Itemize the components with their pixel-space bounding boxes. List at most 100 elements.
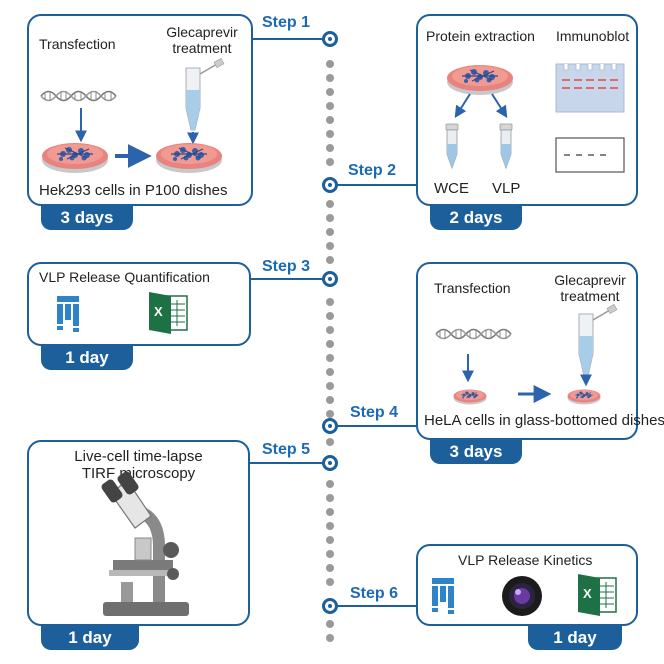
step-4-illustration [435, 303, 618, 405]
step-3-node [322, 271, 338, 287]
immunoblot-gel-icon [555, 63, 625, 113]
spine-dot [326, 620, 334, 628]
step-3-excel-letter: X [154, 304, 163, 319]
spine-dot [326, 522, 334, 530]
step-5-title-line-1: Live-cell time-lapse [74, 448, 203, 465]
camera-lens-icon [502, 576, 542, 616]
step-5-title-line-2: TIRF microscopy [81, 465, 196, 482]
spine-dot [326, 298, 334, 306]
step-5-label: Step 5 [262, 441, 311, 458]
spine-dot [326, 396, 334, 404]
spine-dot [326, 326, 334, 334]
step-2-protein-extraction-label: Protein extraction [426, 28, 535, 44]
pipette-icon [185, 57, 225, 131]
step-5-title: Live-cell time-lapse TIRF microscopy [29, 448, 248, 482]
dna-icon [435, 328, 512, 340]
petri-dish-icon [155, 142, 223, 174]
spine-dot [326, 116, 334, 124]
excel-icon [149, 292, 188, 334]
step-4-cells-label: HeLA cells in glass-bottomed dishes [424, 412, 664, 429]
spine-dot [326, 228, 334, 236]
step-1-duration-badge: 3 days [41, 206, 133, 230]
step-4-transfection-label: Transfection [434, 280, 511, 296]
spine-dot [326, 634, 334, 642]
glass-dish-icon [453, 389, 487, 405]
step-1-illustration [40, 57, 225, 174]
spine-dot [326, 74, 334, 82]
spine-dot [326, 158, 334, 166]
spine-dot [326, 382, 334, 390]
spine-dot [326, 242, 334, 250]
step-3-label: Step 3 [262, 258, 311, 275]
spine-dot [326, 578, 334, 586]
tube-icon [445, 123, 459, 169]
excel-icon [578, 574, 617, 616]
spine-dot [326, 312, 334, 320]
step-4-duration-badge: 3 days [430, 440, 522, 464]
step-6-box: VLP Release Kinetics X [416, 544, 638, 626]
step-4-box: Transfection Glecaprevir treatment HeLA … [416, 262, 664, 440]
petri-dish-icon [446, 64, 514, 96]
step-1-connector [252, 38, 324, 40]
spine-dot [326, 214, 334, 222]
step-5-connector [250, 462, 324, 464]
step-6-duration-badge: 1 day [528, 626, 622, 650]
step-2-duration-badge: 2 days [430, 206, 522, 230]
step-3-box: VLP Release Quantification X [27, 262, 251, 346]
step-1-box: Transfection Glecaprevir treatment Hek29… [27, 14, 253, 206]
spine-dot [326, 494, 334, 502]
step-6-icons [432, 574, 617, 616]
spine-dot [326, 256, 334, 264]
step-2-illustration [445, 63, 625, 173]
step-1-treatment-word: treatment [172, 40, 232, 56]
step-5-node [322, 455, 338, 471]
spine-dot [326, 60, 334, 68]
step-1-transfection-label: Transfection [39, 36, 116, 52]
step-2-label: Step 2 [348, 162, 397, 179]
spine-dot [326, 536, 334, 544]
fiji-icon [432, 578, 454, 614]
spine-dot [326, 550, 334, 558]
spine-dot [326, 144, 334, 152]
step-3-title: VLP Release Quantification [39, 269, 210, 285]
step-2-box: Protein extraction Immunoblot [416, 14, 638, 206]
step-1-label: Step 1 [262, 14, 311, 31]
dna-icon [40, 90, 117, 102]
step-2-immunoblot-label: Immunoblot [556, 28, 630, 44]
step-6-connector [336, 605, 416, 607]
petri-dish-icon [41, 142, 109, 174]
step-3-duration-badge: 1 day [41, 346, 133, 370]
spine-dot [326, 508, 334, 516]
spine-dot [326, 102, 334, 110]
spine-dot [326, 200, 334, 208]
spine-dot [326, 438, 334, 446]
step-4-label: Step 4 [350, 404, 399, 421]
spine-dot [326, 340, 334, 348]
immunoblot-membrane-icon [555, 137, 625, 173]
step-4-treatment-word: treatment [560, 288, 620, 304]
step-1-glecaprevir-label: Glecaprevir treatment [157, 24, 247, 56]
tube-icon [499, 123, 513, 169]
step-3-connector [250, 278, 324, 280]
spine-dot [326, 368, 334, 376]
step-1-glecaprevir-word: Glecaprevir [166, 24, 238, 40]
step-6-title: VLP Release Kinetics [458, 552, 593, 568]
step-5-box: Live-cell time-lapse TIRF microscopy [27, 440, 250, 626]
spine-dot [326, 130, 334, 138]
step-1-node [322, 31, 338, 47]
glass-dish-icon [567, 389, 601, 405]
step-1-cells-label: Hek293 cells in P100 dishes [39, 182, 228, 199]
spine-dot [326, 410, 334, 418]
step-6-label: Step 6 [350, 585, 399, 602]
spine-dot [326, 88, 334, 96]
spine-dot [326, 564, 334, 572]
step-4-connector [336, 425, 416, 427]
step-2-wce-label: WCE [434, 180, 469, 197]
step-5-duration-badge: 1 day [41, 626, 139, 650]
step-2-connector [336, 184, 416, 186]
step-4-glecaprevir-word: Glecaprevir [554, 272, 626, 288]
microscope-icon [101, 471, 189, 616]
spine-dot [326, 354, 334, 362]
step-4-glecaprevir-label: Glecaprevir treatment [544, 272, 636, 304]
pipette-icon [578, 303, 618, 377]
